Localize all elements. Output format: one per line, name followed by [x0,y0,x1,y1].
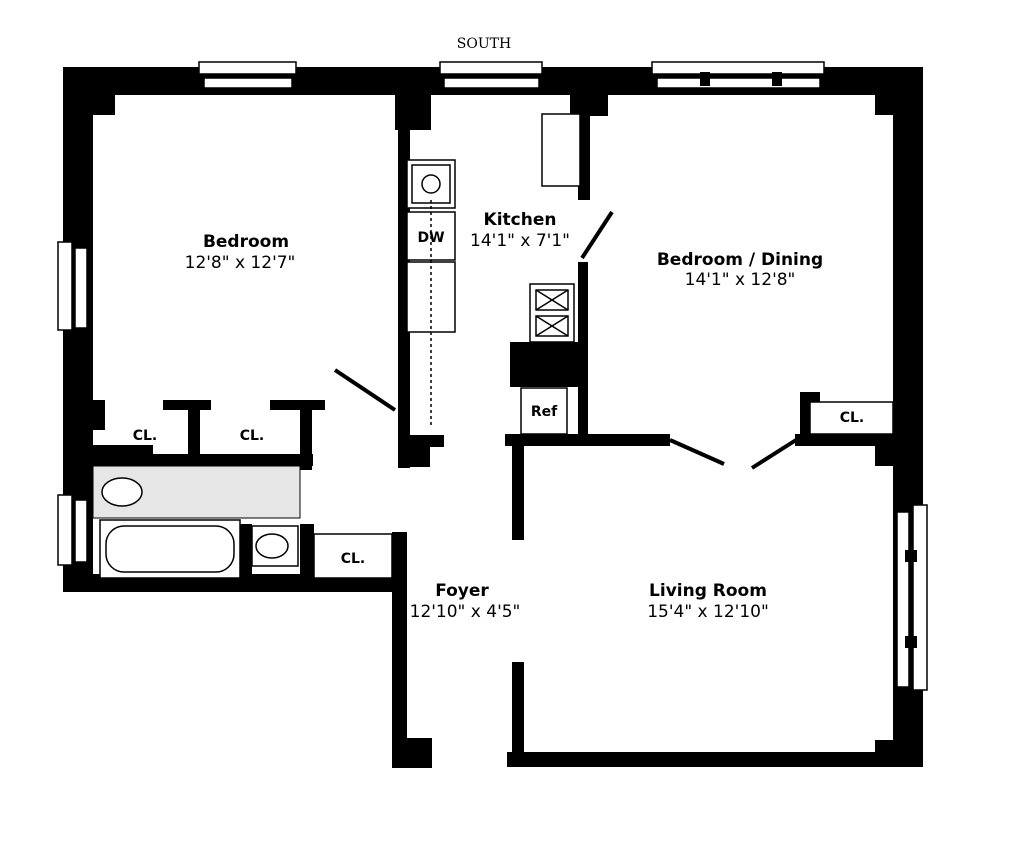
dishwasher-label: DW [417,230,444,246]
room-name-bedroom-dining: Bedroom / Dining [657,250,823,270]
compass-label: SOUTH [457,36,511,52]
walls [63,67,923,768]
bathroom-fixtures [92,465,393,579]
room-name-foyer: Foyer [435,581,489,601]
room-dims-kitchen: 14'1" x 7'1" [470,231,570,251]
room-name-kitchen: Kitchen [484,210,557,230]
kitchen-fixtures [406,113,581,435]
room-dims-foyer: 12'10" x 4'5" [410,602,521,622]
closet-label-bed-dining: CL. [840,410,865,426]
door-swings [333,210,798,470]
closet-label-bedroom-1: CL. [133,428,158,444]
closet-label-bedroom-2: CL. [240,428,265,444]
closet-bed-dining [809,401,894,435]
closet-label-foyer: CL. [341,551,366,567]
room-dims-bedroom-dining: 14'1" x 12'8" [685,270,796,290]
room-name-bedroom: Bedroom [203,232,289,252]
room-dims-bedroom: 12'8" x 12'7" [185,253,296,273]
room-name-living-room: Living Room [649,581,767,601]
refrigerator-label: Ref [531,404,558,420]
windows [57,61,928,691]
room-dims-living-room: 15'4" x 12'10" [647,602,769,622]
